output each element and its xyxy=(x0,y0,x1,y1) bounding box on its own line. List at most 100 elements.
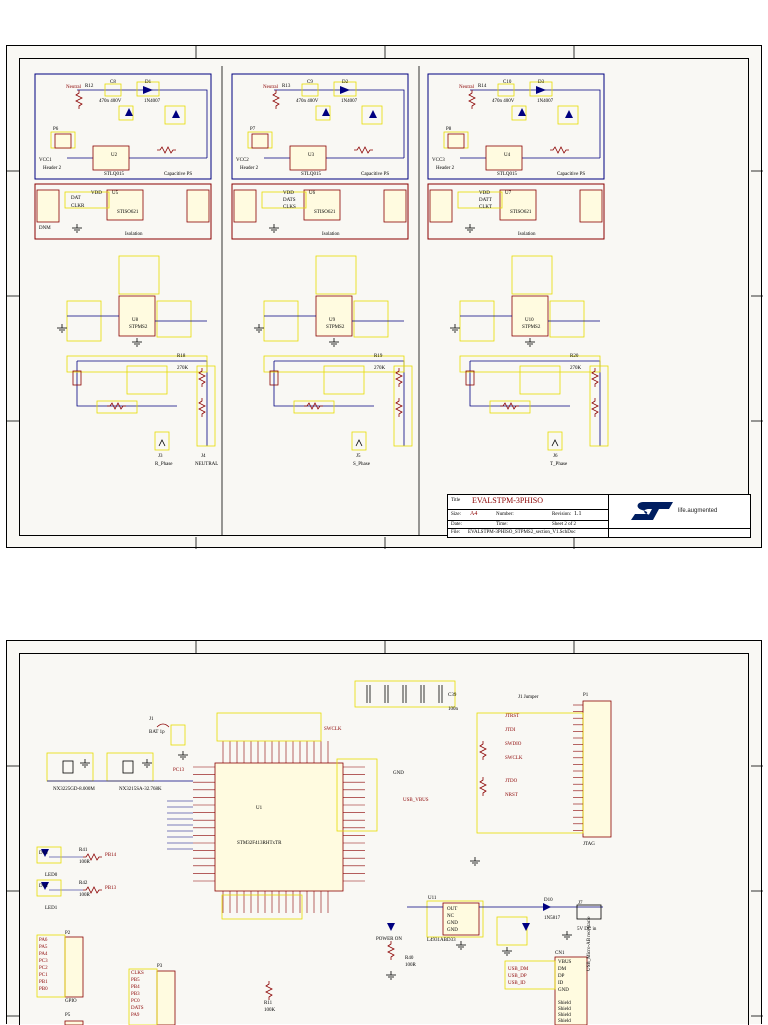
component-highlight xyxy=(261,191,307,209)
dnm-connector xyxy=(233,189,257,223)
led1-name: LED1 xyxy=(45,906,58,911)
connector-pin xyxy=(355,439,363,447)
component-highlight xyxy=(529,81,553,97)
header-name-2: Header 2 xyxy=(240,166,259,171)
tagline: life.augmented xyxy=(678,508,718,514)
r-led-val: 100R xyxy=(405,963,416,968)
regulator-ic xyxy=(92,145,130,171)
cap-val-2: 470n 400V xyxy=(296,99,319,104)
stpms2-ic xyxy=(511,295,549,337)
led1-icon xyxy=(41,882,49,890)
component-highlight xyxy=(476,712,584,834)
vcc-label-3: VCC3 xyxy=(432,158,445,163)
reg-ref-2: U3 xyxy=(308,153,315,158)
resistor xyxy=(198,398,206,417)
diode-val-2: 1N4007 xyxy=(341,99,358,104)
sheet-2-border xyxy=(19,653,749,1025)
resistor xyxy=(500,402,519,410)
usb-net-dm: USB_DM xyxy=(508,967,529,972)
wire xyxy=(76,361,177,407)
component-highlight xyxy=(118,105,134,121)
led0-net: PB14 xyxy=(105,853,117,858)
r-in-label-2: R13 xyxy=(282,84,291,89)
usb-name: USB_Micro-AB receptacle xyxy=(587,916,592,971)
usb-pin: VBUS xyxy=(558,960,572,965)
p3-pin: DATS xyxy=(131,1006,144,1011)
component-highlight xyxy=(36,934,66,998)
header-part xyxy=(251,133,269,149)
jtag-sig-6: NRST xyxy=(505,793,518,798)
jtag-connector xyxy=(582,700,612,838)
iso-name-2: STISO621 xyxy=(314,210,336,215)
component-highlight xyxy=(336,758,378,832)
led0-icon xyxy=(41,849,49,857)
phase-label-1: R_Phase xyxy=(155,462,173,467)
vcc-label-1: VCC1 xyxy=(39,158,52,163)
r-in-label-3: R14 xyxy=(478,84,487,89)
gpio-pin: PC2 xyxy=(39,966,48,971)
wire xyxy=(470,89,601,158)
header-ref-2: P7 xyxy=(250,127,256,132)
iso-ref-3: U7 xyxy=(505,191,512,196)
resistor xyxy=(395,368,403,387)
resistor xyxy=(265,981,273,1000)
dc-ref: J7 xyxy=(578,901,583,906)
phase-conn-2: J5 xyxy=(356,454,361,459)
diode-symbol xyxy=(143,86,153,94)
sheet-label: Sheet 2 of 2 xyxy=(552,522,577,527)
gpio-pin: PC3 xyxy=(39,959,48,964)
gpio-pin: PB1 xyxy=(39,980,48,985)
led1-r: R42 xyxy=(79,881,88,886)
dnm-connector xyxy=(579,189,603,223)
vbus-net: USB_VBUS xyxy=(403,798,429,803)
neutral-label-1: Neutral xyxy=(66,85,81,90)
title-value: EVALSTPM-3PHISO xyxy=(472,496,543,505)
jtag-ref: P1 xyxy=(583,693,589,698)
usb-pin: DP xyxy=(558,974,565,979)
power-led-icon xyxy=(387,923,395,931)
isolation-box xyxy=(231,183,409,240)
resistor xyxy=(272,90,280,109)
gnd-net: GND xyxy=(393,771,404,776)
resistor xyxy=(354,146,373,154)
resistor xyxy=(387,941,395,960)
led0-ref: D13 xyxy=(39,851,48,856)
caps-val: 100n xyxy=(448,707,458,712)
title-block: Title EVALSTPM-3PHISO Size: A4 Number: R… xyxy=(447,494,751,538)
gpio-pin: PA4 xyxy=(39,952,48,957)
usb-pin: GND xyxy=(558,988,569,993)
phase-label-2: S_Phase xyxy=(353,462,370,467)
led0-name: LED0 xyxy=(45,873,58,878)
time-label: Time: xyxy=(496,522,508,527)
component-highlight xyxy=(354,680,456,708)
ldo-pin-gnd2: GND xyxy=(447,928,458,933)
cap-val-3: 470n 400V xyxy=(492,99,515,104)
component-highlight xyxy=(504,960,556,990)
sheet-1-drawing xyxy=(7,46,763,549)
jtag-sig-2: JTDI xyxy=(505,728,516,733)
cap-label-2: C9 xyxy=(307,80,313,85)
connector-pin xyxy=(158,439,166,447)
mcu-name: STM32F413RHTxTR xyxy=(237,841,282,846)
component-highlight xyxy=(46,752,94,782)
meter-name-2: STPMS2 xyxy=(326,325,345,330)
mcu-ref: U1 xyxy=(256,806,263,811)
meter-channel xyxy=(231,73,413,451)
component-highlight xyxy=(557,105,579,125)
component-highlight xyxy=(511,255,553,295)
led1-ref: D14 xyxy=(39,884,48,889)
wire xyxy=(470,360,601,446)
reg-name-3: STLQ015 xyxy=(497,172,517,177)
size-label: Size: xyxy=(451,512,461,517)
neutral-conn-1: J4 xyxy=(201,454,206,459)
resistor xyxy=(83,853,102,861)
ldo-ref: U11 xyxy=(428,896,437,901)
cap-label-3: C10 xyxy=(503,80,512,85)
resistor xyxy=(395,398,403,417)
size-value: A4 xyxy=(470,511,478,517)
diode-symbol xyxy=(340,86,350,94)
vdd-r-ref: R11 xyxy=(264,1001,273,1006)
p3-pin: PA9 xyxy=(131,1013,140,1018)
capacitive-ps-box xyxy=(231,73,409,180)
dnm-connector xyxy=(383,189,407,223)
